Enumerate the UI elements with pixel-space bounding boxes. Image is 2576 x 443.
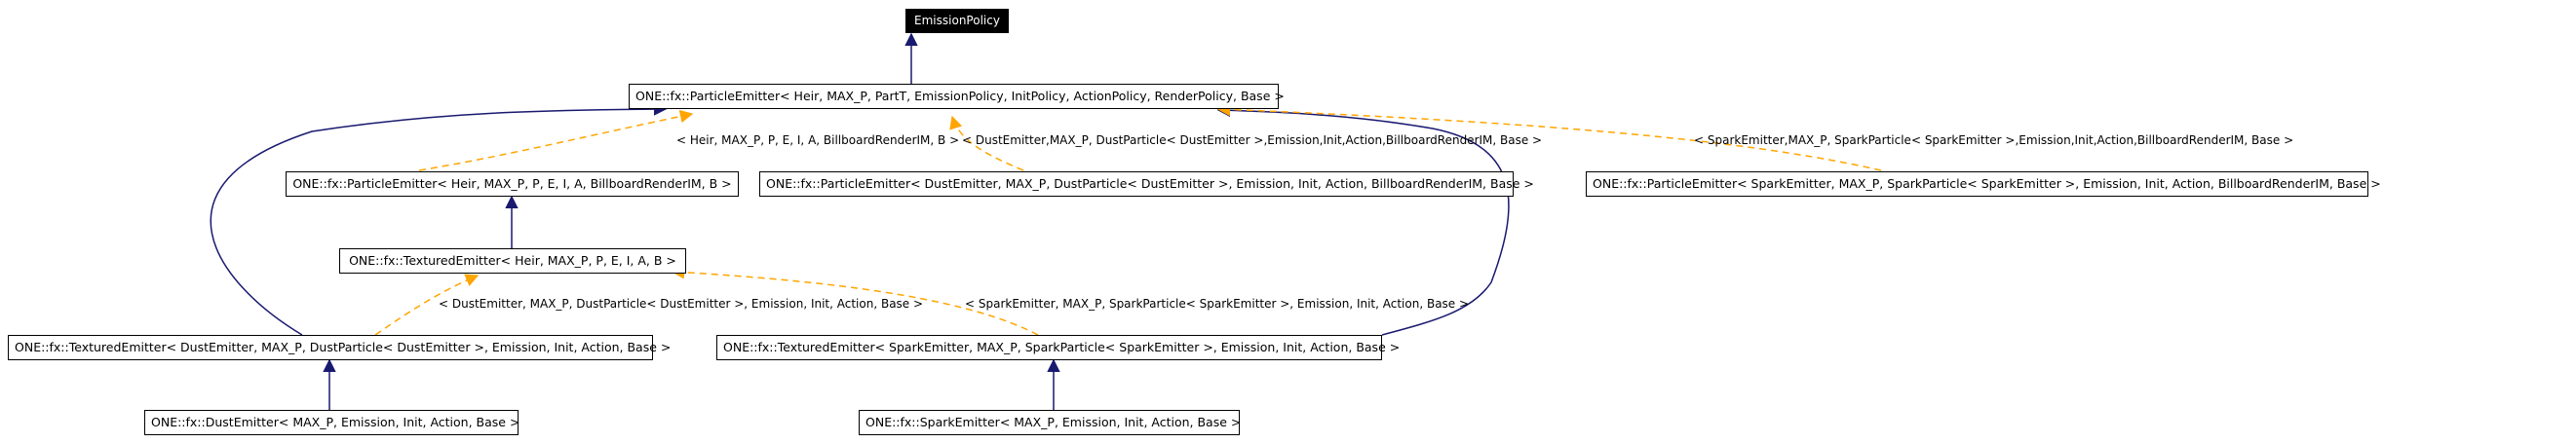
edge-pe-dust-to-particle-emitter: [949, 115, 1024, 171]
node-pe-dust[interactable]: ONE::fx::ParticleEmitter< DustEmitter, M…: [759, 171, 1534, 197]
edge-te-spark-to-particle-emitter: [1216, 103, 1510, 336]
node-emission-policy[interactable]: EmissionPolicy: [905, 9, 1009, 33]
edge-label-dust-te-template: < DustEmitter, MAX_P, DustParticle< Dust…: [439, 297, 924, 311]
node-pe-spark[interactable]: ONE::fx::ParticleEmitter< SparkEmitter, …: [1586, 171, 2381, 197]
node-te-spark[interactable]: ONE::fx::TexturedEmitter< SparkEmitter, …: [716, 335, 1400, 360]
node-pe-billboard[interactable]: ONE::fx::ParticleEmitter< Heir, MAX_P, P…: [286, 171, 739, 197]
edge-pe-billboard-to-particle-emitter: [418, 109, 694, 171]
edge-pe-spark-to-particle-emitter: [1216, 102, 1882, 171]
node-textured-emitter[interactable]: ONE::fx::TexturedEmitter< Heir, MAX_P, P…: [339, 248, 686, 274]
node-te-dust[interactable]: ONE::fx::TexturedEmitter< DustEmitter, M…: [8, 335, 671, 360]
edge-label-spark-te-template: < SparkEmitter, MAX_P, SparkParticle< Sp…: [965, 297, 1470, 311]
edge-te-dust-to-particle-emitter: [210, 102, 668, 336]
node-spark-emitter[interactable]: ONE::fx::SparkEmitter< MAX_P, Emission, …: [859, 410, 1241, 435]
edge-label-spark-pe-template: < SparkEmitter,MAX_P, SparkParticle< Spa…: [1694, 133, 2294, 147]
edge-te-dust-to-textured-emitter: [374, 274, 480, 336]
edge-label-dust-pe-template: < DustEmitter,MAX_P, DustParticle< DustE…: [962, 133, 1543, 147]
edge-label-billboard-template: < Heir, MAX_P, P, E, I, A, BillboardRend…: [676, 133, 960, 147]
node-particle-emitter[interactable]: ONE::fx::ParticleEmitter< Heir, MAX_P, P…: [629, 84, 1285, 109]
node-dust-emitter[interactable]: ONE::fx::DustEmitter< MAX_P, Emission, I…: [144, 410, 519, 435]
edge-te-spark-to-textured-emitter: [671, 265, 1039, 336]
